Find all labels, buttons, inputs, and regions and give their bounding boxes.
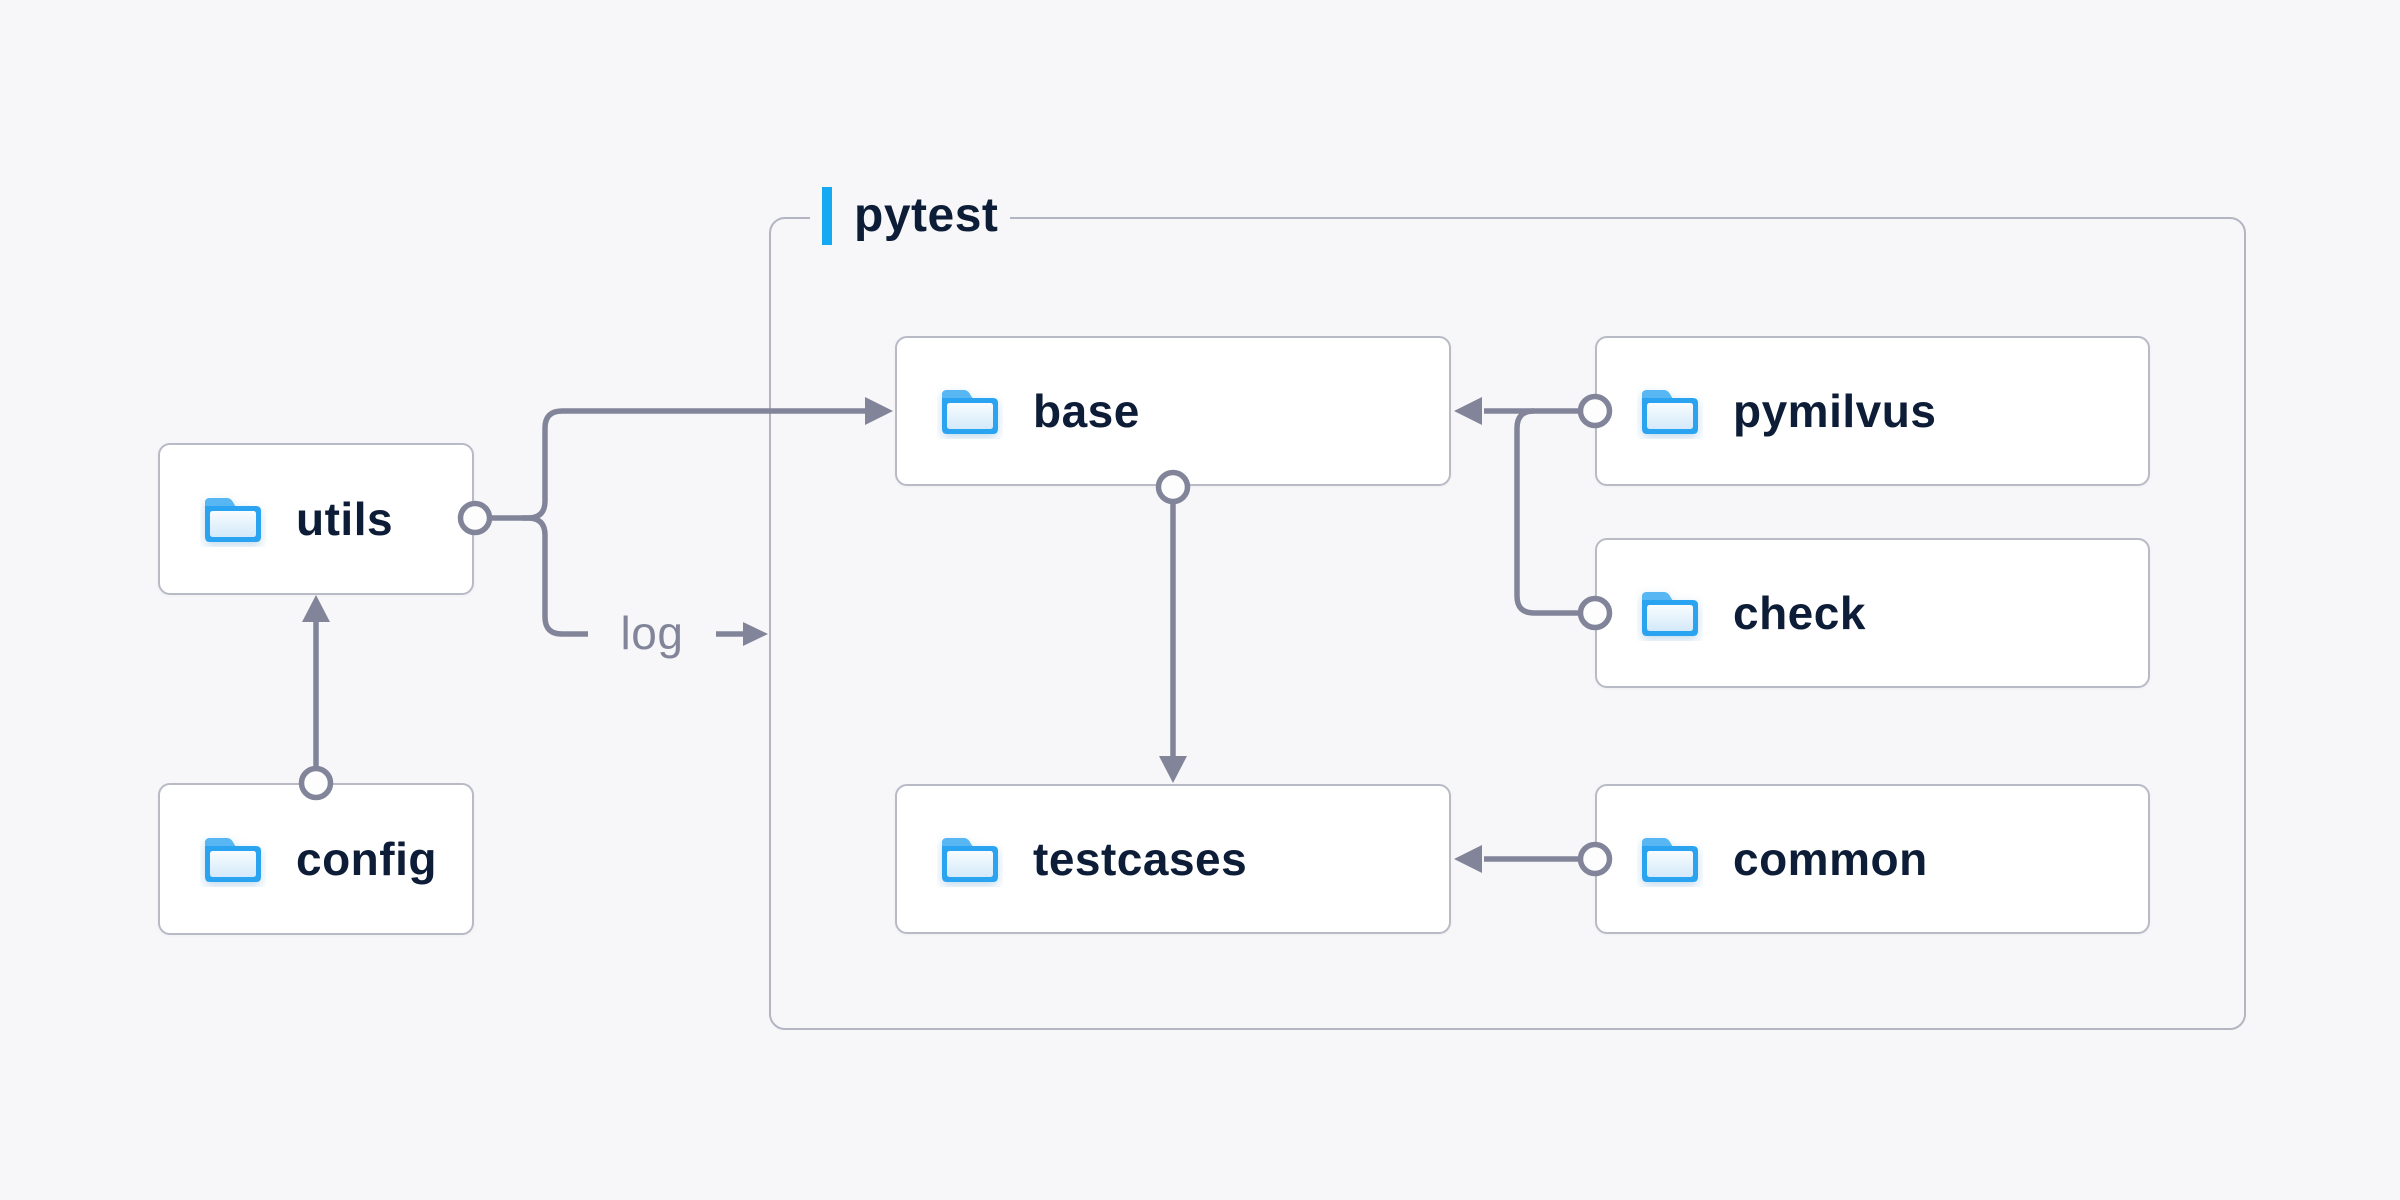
folder-icon <box>200 831 266 887</box>
folder-icon <box>1637 383 1703 439</box>
node-config: config <box>158 783 474 935</box>
node-label: utils <box>296 493 394 545</box>
pytest-label: pytest <box>854 189 999 242</box>
pytest-container <box>769 217 2246 1030</box>
arrowhead-config-to-utils <box>302 595 330 622</box>
arrowhead-log-to-pytest <box>743 622 768 646</box>
node-label: base <box>1033 385 1140 437</box>
node-pymilvus: pymilvus <box>1595 336 2150 486</box>
node-label: testcases <box>1033 833 1248 885</box>
node-label: pymilvus <box>1733 385 1937 437</box>
folder-icon <box>1637 831 1703 887</box>
folder-icon <box>200 491 266 547</box>
node-label: check <box>1733 587 1866 639</box>
node-common: common <box>1595 784 2150 934</box>
edge-utils-to-log <box>522 515 588 637</box>
node-utils: utils <box>158 443 474 595</box>
node-check: check <box>1595 538 2150 688</box>
node-base: base <box>895 336 1451 486</box>
folder-icon <box>1637 585 1703 641</box>
edge-label-log: log <box>620 607 684 659</box>
folder-icon <box>937 831 1003 887</box>
node-label: common <box>1733 833 1928 885</box>
node-testcases: testcases <box>895 784 1451 934</box>
node-label: config <box>296 833 437 885</box>
accent-bar <box>822 187 832 245</box>
pytest-container-title: pytest <box>810 186 1011 246</box>
folder-icon <box>937 383 1003 439</box>
